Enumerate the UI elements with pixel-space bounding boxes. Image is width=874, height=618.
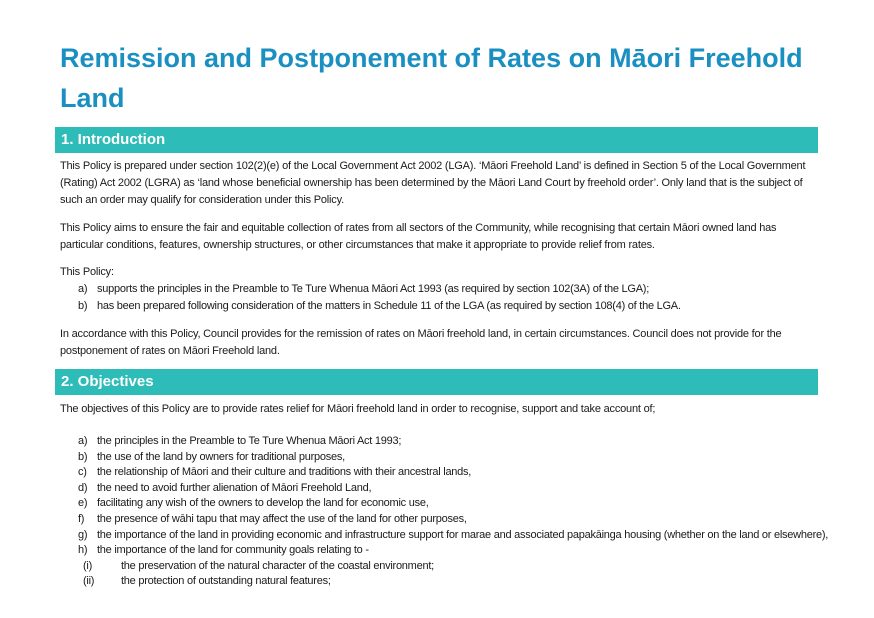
list-marker: b): [78, 450, 88, 463]
list-marker: h): [78, 544, 88, 557]
list-item: d) the need to avoid further alienation o…: [78, 481, 848, 497]
list-item: c) the relationship of Māori and their cu…: [78, 465, 848, 481]
list-marker: a): [78, 435, 88, 447]
list-text: the preservation of the natural characte…: [121, 559, 434, 572]
list-item: a) supports the principles in the Preambl…: [78, 281, 848, 298]
list-marker: b): [78, 300, 88, 312]
list-marker: g): [78, 528, 88, 541]
list-item: e) facilitating any wish of the owners to…: [78, 496, 848, 512]
objectives-list: a) the principles in the Preamble to Te T…: [78, 434, 848, 590]
intro-paragraph-2: This Policy aims to ensure the fair and …: [60, 222, 777, 251]
list-marker: f): [78, 512, 85, 525]
list-item: b) the use of the land by owners for trad…: [78, 450, 848, 466]
list-text: facilitating any wish of the owners to d…: [97, 497, 429, 510]
list-text: supports the principles in the Preamble …: [97, 283, 650, 295]
intro-paragraph-1: This Policy is prepared under section 10…: [60, 160, 806, 206]
list-item: f) the presence of wāhi tapu that may aff…: [78, 512, 848, 528]
section-heading-objectives: 2. Objectives: [55, 369, 818, 395]
list-text: has been prepared following consideratio…: [97, 300, 681, 312]
list-text: the protection of outstanding natural fe…: [121, 575, 331, 588]
objectives-paragraph: The objectives of this Policy are to pro…: [60, 403, 656, 415]
sub-list-item: (ii) the protection of outstanding natura…: [78, 574, 848, 590]
list-marker: e): [78, 497, 88, 510]
list-text: the need to avoid further alienation of …: [97, 481, 372, 494]
list-marker: a): [78, 283, 88, 295]
list-text: the use of the land by owners for tradit…: [97, 450, 345, 463]
list-item: b) has been prepared following considerat…: [78, 298, 848, 315]
section-heading-introduction: 1. Introduction: [55, 127, 818, 153]
list-text: the presence of wāhi tapu that may affec…: [97, 512, 467, 525]
list-item: g) the importance of the land in providin…: [78, 528, 848, 544]
intro-list: a) supports the principles in the Preambl…: [78, 281, 848, 315]
list-text: the importance of the land for community…: [97, 544, 369, 557]
list-text: the relationship of Māori and their cult…: [97, 466, 472, 479]
page-title: Remission and Postponement of Rates on M…: [60, 43, 803, 113]
list-marker: (i): [83, 559, 93, 572]
list-marker: c): [78, 466, 87, 479]
list-marker: (ii): [83, 575, 95, 588]
list-item: a) the principles in the Preamble to Te T…: [78, 434, 848, 450]
intro-paragraph-3: This Policy:: [60, 266, 114, 278]
list-item: h) the importance of the land for communi…: [78, 543, 848, 559]
list-text: the importance of the land in providing …: [97, 528, 829, 541]
list-marker: d): [78, 481, 88, 494]
sub-list-item: (i) the preservation of the natural chara…: [78, 559, 848, 575]
intro-paragraph-4: In accordance with this Policy, Council …: [60, 328, 782, 357]
list-text: the principles in the Preamble to Te Tur…: [97, 435, 402, 447]
